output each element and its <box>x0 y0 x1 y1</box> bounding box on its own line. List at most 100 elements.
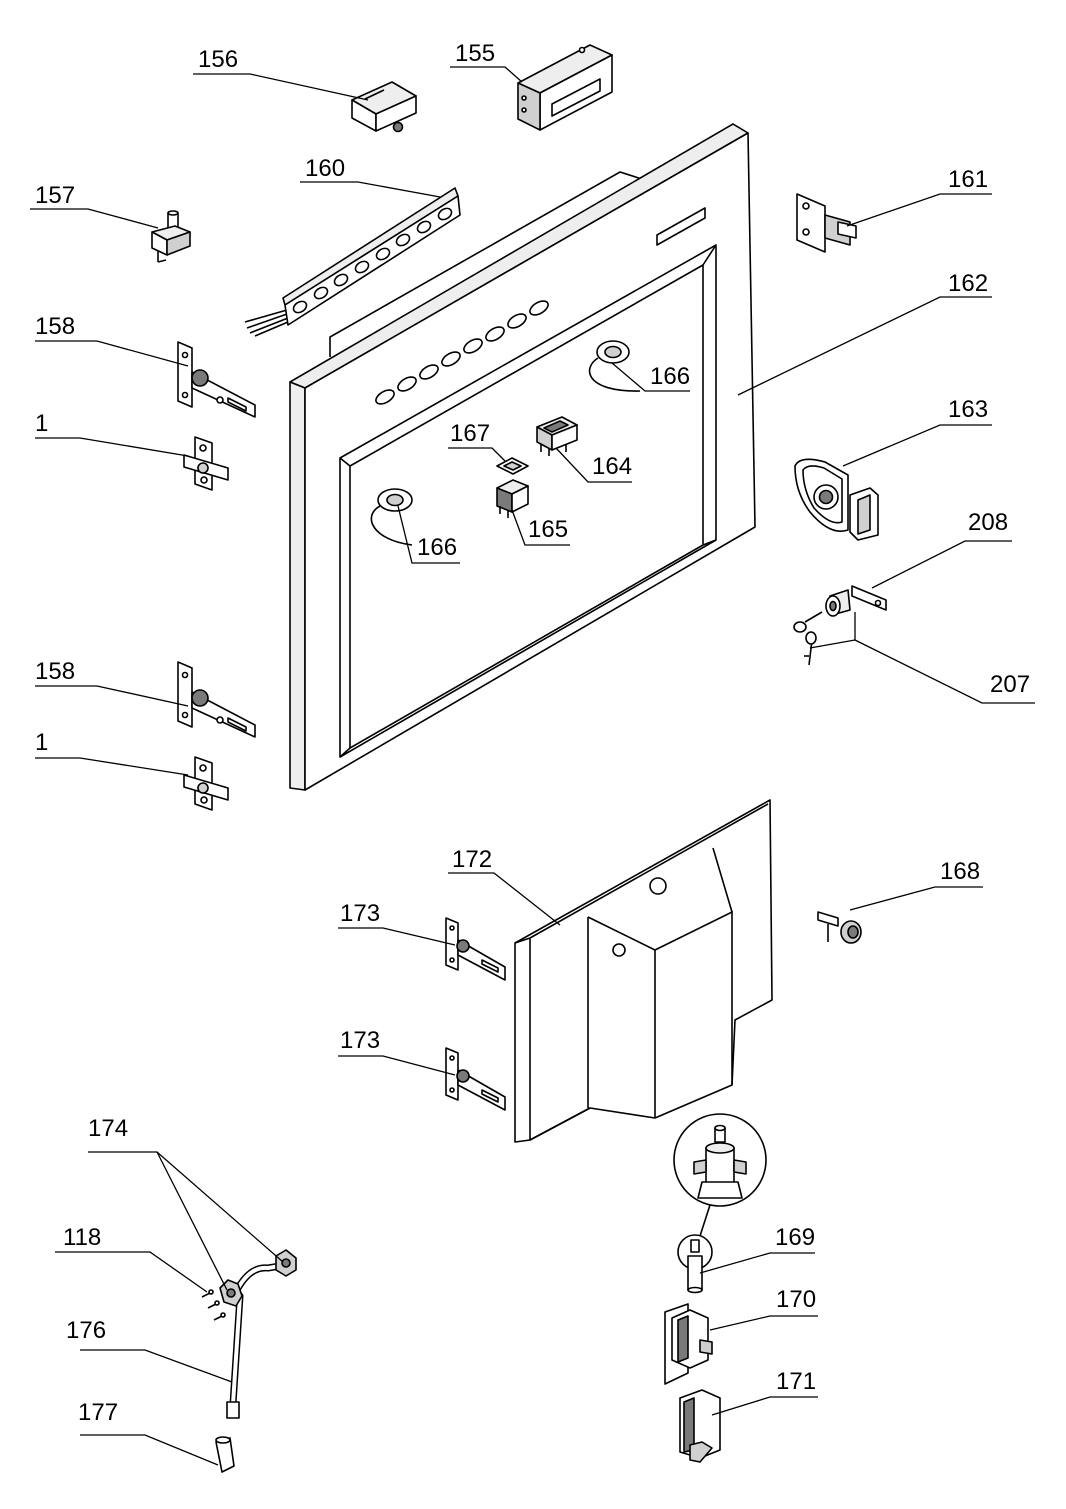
part-168 <box>817 911 862 944</box>
callout-157: 157 <box>30 182 159 229</box>
leader-line <box>156 1151 284 1263</box>
callout-number: 176 <box>66 1317 106 1344</box>
callout-number: 173 <box>340 1027 380 1054</box>
part-163 <box>794 458 879 541</box>
part-171 <box>679 1389 721 1463</box>
leader-line <box>55 1251 208 1293</box>
leader-line <box>88 1151 228 1291</box>
callout-number: 166 <box>417 534 457 561</box>
callout-207: 207 <box>809 612 1035 704</box>
part-158-lower <box>177 661 256 738</box>
part-165 <box>496 479 529 518</box>
callout-208: 208 <box>871 509 1012 589</box>
leader-line <box>711 1396 818 1416</box>
leader-line <box>338 927 456 946</box>
callout-166-upper: 166 <box>611 362 690 392</box>
callout-number: 163 <box>948 396 988 423</box>
leader-line <box>450 66 523 83</box>
callout-174: 174 <box>88 1115 284 1291</box>
callout-158-upper: 158 <box>35 313 189 367</box>
part-155 <box>517 44 613 131</box>
part-166-lower <box>370 488 413 546</box>
callout-173-upper: 173 <box>338 900 456 946</box>
callout-1-lower: 1 <box>35 729 189 776</box>
callout-171: 171 <box>711 1368 818 1416</box>
leader-line <box>737 296 992 396</box>
callout-164: 164 <box>555 447 632 483</box>
callout-173-lower: 173 <box>338 1027 456 1076</box>
callout-number: 1 <box>35 729 48 756</box>
callout-number: 166 <box>650 363 690 390</box>
callout-118: 118 <box>55 1224 208 1293</box>
callout-number: 155 <box>455 40 495 67</box>
callout-number: 161 <box>948 166 988 193</box>
part-1-lower <box>183 756 229 811</box>
leader-line <box>555 447 632 483</box>
callout-160: 160 <box>300 155 441 198</box>
callout-162: 162 <box>737 270 992 396</box>
callout-number: 173 <box>340 900 380 927</box>
leader-line <box>35 437 189 457</box>
callout-number: 165 <box>528 516 568 543</box>
leader-line <box>448 872 561 926</box>
leader-line <box>846 193 992 227</box>
callout-165: 165 <box>511 509 570 546</box>
callout-number: 168 <box>940 858 980 885</box>
part-157 <box>151 210 191 263</box>
callout-161: 161 <box>846 166 992 227</box>
part-166-upper <box>588 340 641 392</box>
leader-line <box>849 886 983 911</box>
leader-line <box>871 540 1012 589</box>
callout-number: 174 <box>88 1115 128 1142</box>
leader-line <box>80 1434 219 1466</box>
callout-number: 158 <box>35 313 75 340</box>
part-172 <box>514 799 773 1143</box>
callout-number: 118 <box>63 1224 101 1251</box>
callout-number: 164 <box>592 453 632 480</box>
callout-155: 155 <box>450 40 523 83</box>
part-173-upper <box>445 917 506 981</box>
leader-line <box>842 424 992 467</box>
callout-number: 1 <box>35 410 48 437</box>
leader-line <box>338 1055 456 1076</box>
callout-number: 208 <box>968 509 1008 536</box>
leader-line <box>35 757 189 776</box>
callout-number: 158 <box>35 658 75 685</box>
callout-156: 156 <box>193 46 369 101</box>
leader-line <box>709 1315 818 1331</box>
part-208-207-lock <box>793 585 887 666</box>
callout-176: 176 <box>66 1317 233 1383</box>
callout-1-upper: 1 <box>35 410 189 457</box>
part-169 <box>673 1113 767 1294</box>
leader-line <box>193 73 369 101</box>
part-164 <box>536 416 578 456</box>
leader-line <box>80 1349 233 1383</box>
part-162 <box>289 123 756 791</box>
part-173-lower <box>445 1047 506 1111</box>
callout-number: 162 <box>948 270 988 297</box>
leader-line <box>448 447 506 462</box>
part-1-upper <box>183 436 229 491</box>
leader-line <box>35 685 189 707</box>
callout-166-lower: 166 <box>397 505 460 564</box>
leader-line <box>300 181 441 198</box>
callout-number: 167 <box>450 420 490 447</box>
callout-170: 170 <box>709 1286 818 1331</box>
leader-line <box>35 340 189 367</box>
leader-bracket <box>809 612 856 649</box>
leader-line <box>30 208 159 229</box>
callout-169: 169 <box>699 1224 815 1274</box>
callout-172: 172 <box>448 846 561 926</box>
part-158-upper <box>177 341 256 418</box>
part-174-118-176-177 <box>201 1249 297 1473</box>
part-161 <box>796 193 857 253</box>
callout-177: 177 <box>78 1399 219 1466</box>
part-156 <box>351 81 417 133</box>
callout-158-lower: 158 <box>35 658 189 707</box>
leader-line <box>611 362 690 392</box>
callout-number: 207 <box>990 671 1030 698</box>
leader-line <box>854 639 1035 704</box>
callout-number: 172 <box>452 846 492 873</box>
part-160 <box>244 187 461 337</box>
